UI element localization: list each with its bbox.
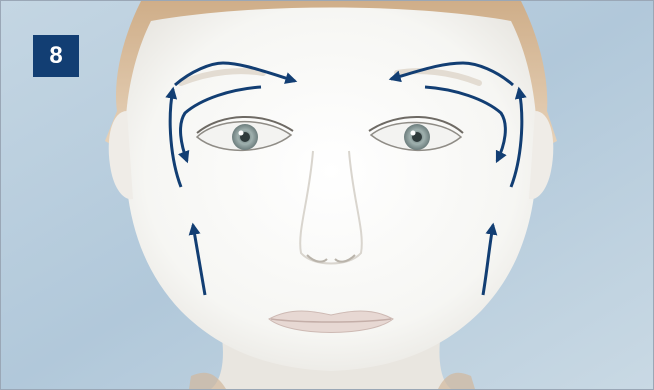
step-number-badge: 8 — [33, 35, 79, 77]
